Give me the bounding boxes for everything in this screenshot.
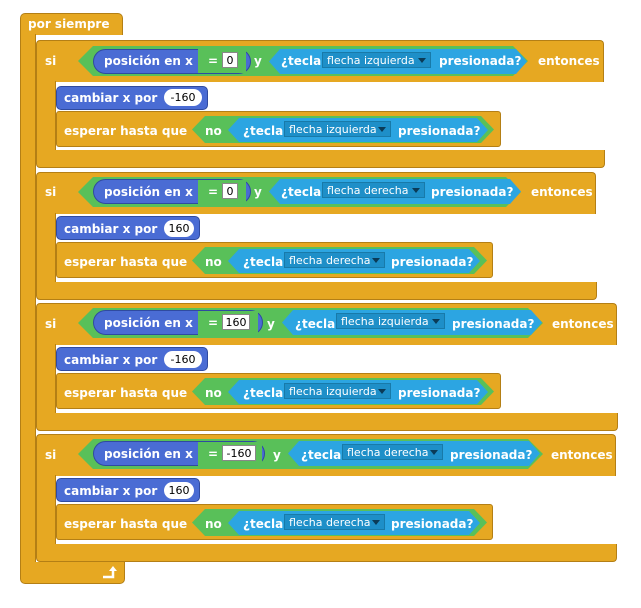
wait-until-label: esperar hasta que	[64, 124, 188, 138]
then-label: entonces	[538, 54, 600, 68]
key-dropdown[interactable]: flecha derecha	[284, 252, 385, 268]
key-dropdown[interactable]: flecha izquierda	[284, 383, 391, 399]
forever-label: por siempre	[28, 17, 110, 31]
key-dropdown[interactable]: flecha izquierda	[336, 313, 445, 329]
x-value-input[interactable]: 160	[222, 314, 250, 330]
if-label: si	[45, 54, 57, 68]
key-dropdown[interactable]: flecha izquierda	[322, 52, 431, 68]
key-dropdown[interactable]: flecha izquierda	[284, 121, 391, 137]
forever-foot	[20, 562, 125, 584]
x-value-input[interactable]: 0	[222, 52, 238, 68]
change-x-label: cambiar x por	[64, 91, 158, 105]
forever-block[interactable]	[20, 13, 123, 35]
change-x-input[interactable]: 160	[164, 482, 194, 499]
pressed-label: presionada?	[439, 54, 522, 68]
change-x-input[interactable]: -160	[164, 89, 202, 106]
x-value-input[interactable]: -160	[222, 445, 256, 461]
change-x-input[interactable]: -160	[164, 351, 202, 368]
not-label: no	[205, 124, 222, 138]
key-label: ¿tecla	[281, 54, 322, 68]
x-value-input[interactable]: 0	[222, 183, 238, 199]
dropdown-arrow-icon	[378, 389, 386, 394]
dropdown-arrow-icon	[412, 188, 420, 193]
dropdown-arrow-icon	[418, 58, 426, 63]
forever-arm	[20, 34, 36, 564]
dropdown-arrow-icon	[430, 450, 438, 455]
and-label: y	[254, 54, 262, 68]
loop-arrow-icon	[100, 566, 118, 580]
dropdown-arrow-icon	[372, 520, 380, 525]
key-dropdown[interactable]: flecha derecha	[322, 182, 425, 198]
dropdown-arrow-icon	[372, 258, 380, 263]
change-x-input[interactable]: 160	[164, 220, 194, 237]
key-dropdown[interactable]: flecha derecha	[342, 444, 443, 460]
x-position-label: posición en x	[104, 54, 193, 68]
key-dropdown[interactable]: flecha derecha	[284, 514, 385, 530]
dropdown-arrow-icon	[378, 127, 386, 132]
dropdown-arrow-icon	[432, 319, 440, 324]
